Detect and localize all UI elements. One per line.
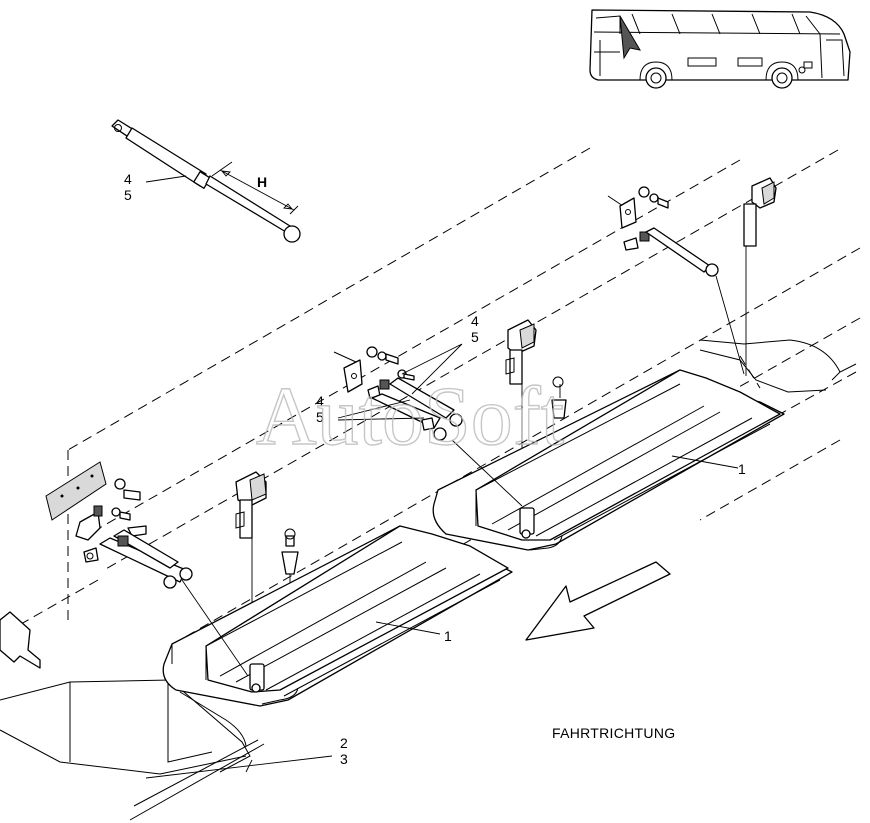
right-hinge-bracket-assembly <box>607 177 857 393</box>
callout-3: 3 <box>340 751 348 767</box>
floor-rail-section <box>0 611 265 821</box>
gas-spring-detail <box>111 119 301 243</box>
callout-1-left-tray: 1 <box>444 628 452 644</box>
callout-4-centre-upper: 4 <box>471 313 479 329</box>
callout-5-centre-upper: 5 <box>471 329 479 345</box>
callout-4-centre-lower: 4 <box>316 393 324 409</box>
callout-2: 2 <box>340 735 348 751</box>
bus-locator-thumbnail <box>589 9 851 89</box>
callout-1-right-tray: 1 <box>738 461 746 477</box>
left-hinge-bracket-assembly <box>45 461 193 589</box>
left-latch-hinge <box>235 471 299 676</box>
travel-direction-arrow-icon <box>525 561 671 641</box>
callout-5-centre-lower: 5 <box>316 409 324 425</box>
centre-hinge-bracket-assembly <box>333 346 463 441</box>
direction-label: FAHRTRICHTUNG <box>552 725 675 741</box>
callout-4-gas-spring: 4 <box>124 171 132 187</box>
callout-leaders <box>145 175 739 779</box>
centre-latch-hinge <box>505 319 567 516</box>
dimension-h-label: H <box>257 174 267 190</box>
locator-arrow-icon <box>619 15 641 60</box>
left-overhead-tray <box>162 525 513 707</box>
watermark: AutoSoft <box>256 370 564 463</box>
callout-5-gas-spring: 5 <box>124 187 132 203</box>
